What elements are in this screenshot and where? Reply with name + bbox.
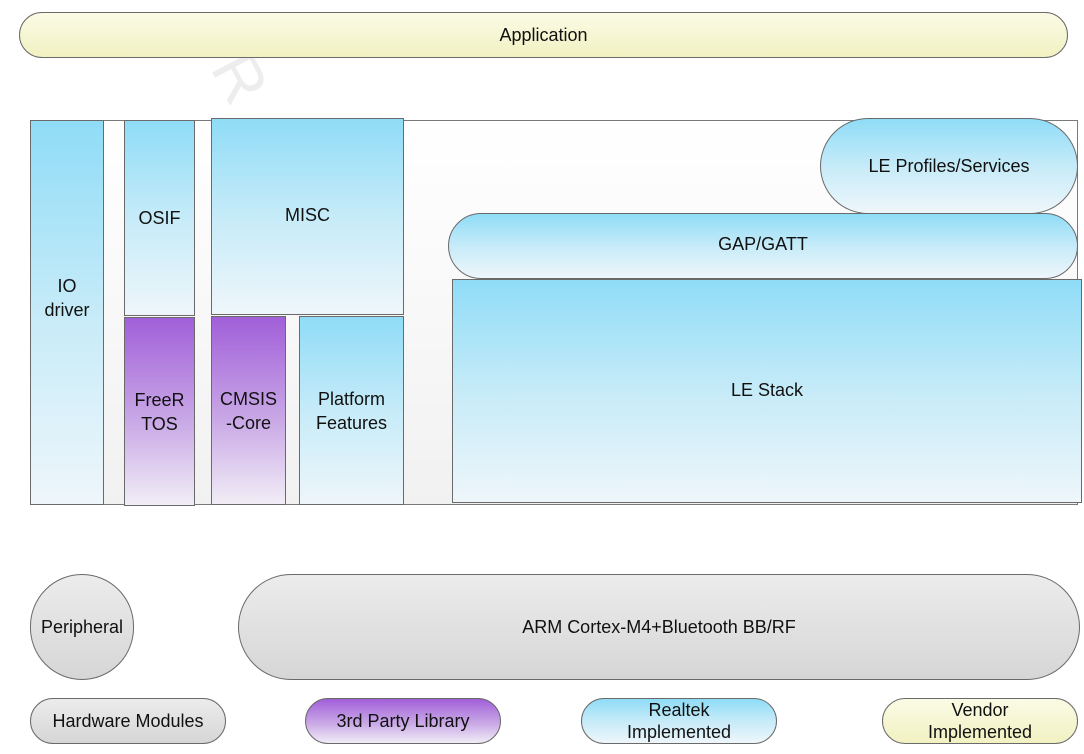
- io-driver-block: IO driver: [30, 120, 104, 505]
- legend-vendor-implemented-label: Vendor Implemented: [927, 700, 1033, 742]
- osif-block: OSIF: [124, 120, 195, 316]
- le-stack-block: LE Stack: [452, 279, 1082, 503]
- platform-features-label: Platform Features: [315, 388, 388, 433]
- legend-third-party-library: 3rd Party Library: [305, 698, 501, 744]
- arm-cortex-block: ARM Cortex-M4+Bluetooth BB/RF: [238, 574, 1080, 680]
- legend-hardware-modules: Hardware Modules: [30, 698, 226, 744]
- freertos-block: FreeR TOS: [124, 317, 195, 506]
- misc-block: MISC: [211, 118, 404, 315]
- legend-vendor-implemented: Vendor Implemented: [882, 698, 1078, 744]
- le-profiles-services-label: LE Profiles/Services: [868, 156, 1030, 176]
- le-profiles-services-block: LE Profiles/Services: [820, 118, 1078, 214]
- legend-realtek-implemented: Realtek Implemented: [581, 698, 777, 744]
- cmsis-core-block: CMSIS -Core: [211, 316, 286, 505]
- gap-gatt-label: GAP/GATT: [718, 234, 808, 254]
- peripheral-label: Peripheral: [40, 617, 124, 637]
- legend-hardware-modules-label: Hardware Modules: [52, 711, 204, 731]
- peripheral-block: Peripheral: [30, 574, 134, 680]
- freertos-label: FreeR TOS: [134, 389, 185, 434]
- io-driver-label: IO driver: [44, 275, 90, 320]
- gap-gatt-block: GAP/GATT: [448, 213, 1078, 279]
- arm-cortex-label: ARM Cortex-M4+Bluetooth BB/RF: [522, 617, 796, 637]
- legend-realtek-implemented-label: Realtek Implemented: [626, 700, 732, 742]
- platform-features-block: Platform Features: [299, 316, 404, 505]
- osif-label: OSIF: [138, 208, 181, 228]
- application-layer: Application: [19, 12, 1068, 58]
- misc-label: MISC: [285, 205, 330, 225]
- legend-third-party-library-label: 3rd Party Library: [336, 711, 470, 731]
- cmsis-core-label: CMSIS -Core: [219, 388, 277, 433]
- application-label: Application: [499, 25, 588, 45]
- le-stack-label: LE Stack: [730, 380, 804, 400]
